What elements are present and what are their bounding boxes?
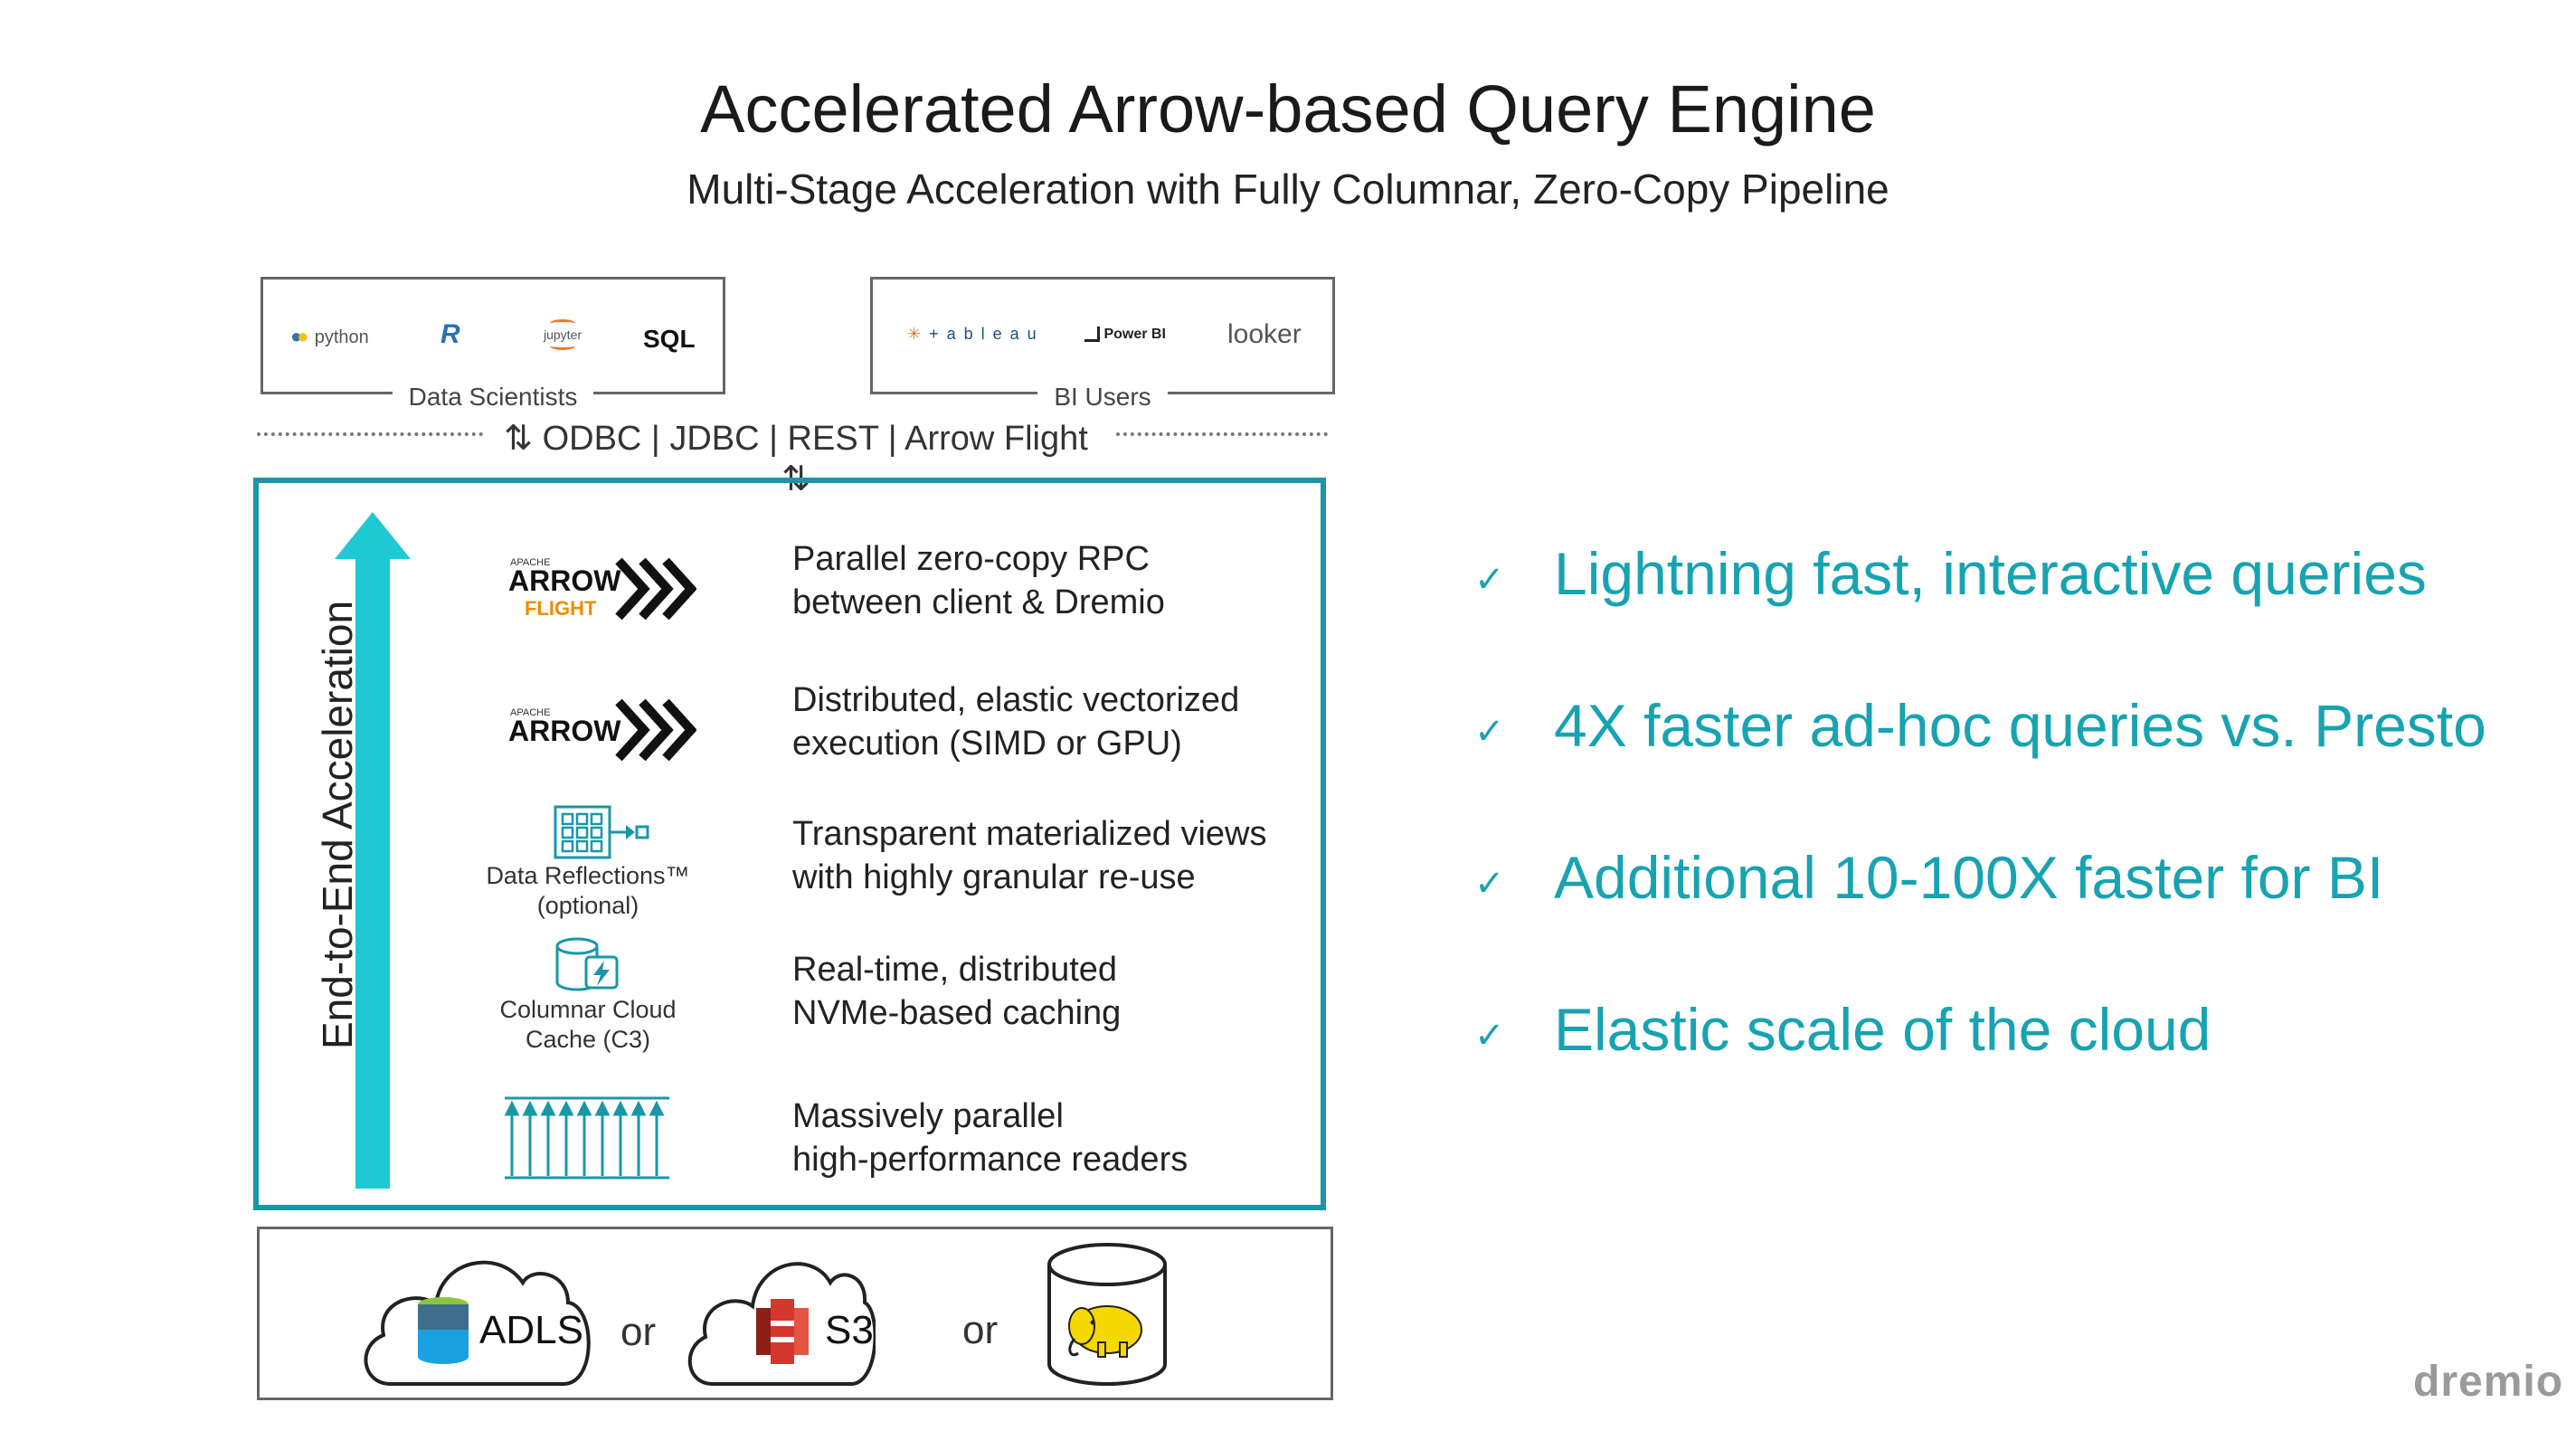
chevrons-icon	[615, 698, 696, 762]
check-icon: ✓	[1474, 864, 1505, 904]
chevrons-icon	[615, 557, 696, 621]
bullet-elastic-scale: ✓ Elastic scale of the cloud	[1474, 993, 2211, 1066]
or-label-2: or	[962, 1308, 999, 1352]
bullet-text: Additional 10-100X faster for BI	[1554, 844, 2384, 911]
bullet-text: 4X faster ad-hoc queries vs. Presto	[1554, 692, 2486, 759]
data-reflections-label: Data Reflections™(optional)	[486, 862, 690, 919]
page-subtitle: Multi-Stage Acceleration with Fully Colu…	[687, 166, 1889, 213]
r-logo: R	[440, 319, 460, 349]
data-reflections-icon	[554, 805, 649, 859]
arrow-flight-logo: APACHE ARROW FLIGHT	[508, 555, 707, 637]
data-scientists-box: ●● python R jupyter SQL Data Scientists	[260, 277, 725, 411]
adls-label: ADLS	[479, 1308, 583, 1352]
cloud-cache-icon	[555, 937, 619, 991]
bullet-lightning-fast: ✓ Lightning fast, interactive queries	[1474, 537, 2427, 610]
protocol-divider-right	[1116, 432, 1328, 436]
jupyter-logo: jupyter	[544, 319, 582, 350]
check-icon: ✓	[1474, 560, 1505, 600]
bullet-text: Lightning fast, interactive queries	[1554, 540, 2427, 607]
s3-label: S3	[825, 1308, 874, 1352]
looker-logo: looker	[1227, 319, 1302, 349]
check-icon: ✓	[1474, 712, 1505, 752]
dremio-logo: dremio	[2413, 1358, 2564, 1406]
s3-bucket-icon	[756, 1299, 809, 1364]
hadoop-database-icon	[1047, 1243, 1167, 1386]
tableau-logo: ✳ + a b l e a u	[907, 325, 1038, 343]
bi-users-box: ✳ + a b l e a u Power BI looker BI Users	[870, 277, 1335, 411]
acceleration-arrow-shaft	[355, 548, 390, 1189]
data-sources-box	[257, 1227, 1333, 1400]
acceleration-arrow-head-icon	[335, 512, 411, 559]
protocol-divider-left	[257, 432, 483, 436]
parallel-readers-icon	[504, 1096, 669, 1180]
query-engine-box	[253, 478, 1326, 1210]
bi-users-label: BI Users	[1037, 383, 1168, 411]
python-logo: ●● python	[290, 325, 369, 347]
or-label-1: or	[620, 1310, 657, 1354]
check-icon: ✓	[1474, 1016, 1505, 1056]
bullet-bi-faster: ✓ Additional 10-100X faster for BI	[1474, 841, 2383, 914]
sql-logo: SQL	[643, 325, 696, 353]
adls-icon	[418, 1297, 469, 1364]
powerbi-logo: Power BI	[1084, 327, 1166, 343]
protocols-label: ⇅ ODBC | JDBC | REST | Arrow Flight ⇅	[504, 420, 1088, 498]
acceleration-label: End-to-End Acceleration	[314, 600, 361, 1049]
bullet-4x-faster: ✓ 4X faster ad-hoc queries vs. Presto	[1474, 689, 2486, 762]
bullet-text: Elastic scale of the cloud	[1554, 996, 2211, 1063]
data-scientists-label: Data Scientists	[392, 383, 594, 411]
arrow-logo: APACHE ARROW	[508, 697, 707, 769]
page-title: Accelerated Arrow-based Query Engine	[700, 71, 1876, 147]
